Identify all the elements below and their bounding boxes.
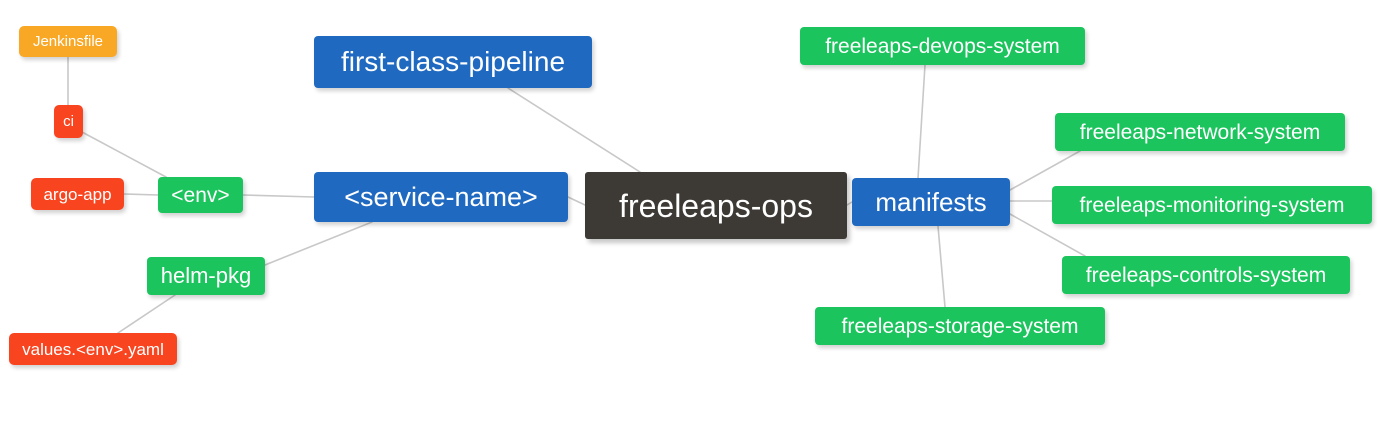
link-freeleaps-network-system-to-manifests	[1009, 150, 1081, 191]
link-freeleaps-storage-system-to-manifests	[937, 225, 946, 308]
mindmap-node-jenkinsfile[interactable]: Jenkinsfile	[19, 26, 117, 57]
link-values-env-yaml-to-helm-pkg	[117, 294, 176, 334]
mindmap-node-service-name[interactable]: <service-name>	[314, 172, 568, 222]
mindmap-node-manifests[interactable]: manifests	[852, 178, 1010, 226]
mindmap-node-values-env-yaml[interactable]: values.<env>.yaml	[9, 333, 177, 365]
link-service-name-to-freeleaps-ops	[567, 196, 586, 206]
link-env-to-service-name	[242, 194, 315, 198]
mindmap-node-env[interactable]: <env>	[158, 177, 243, 213]
mindmap-node-first-class-pipeline[interactable]: first-class-pipeline	[314, 36, 592, 88]
mindmap-node-freeleaps-ops[interactable]: freeleaps-ops	[585, 172, 847, 239]
mindmap-node-freeleaps-storage-system[interactable]: freeleaps-storage-system	[815, 307, 1105, 345]
link-freeleaps-devops-system-to-manifests	[917, 64, 926, 179]
mindmap-node-helm-pkg[interactable]: helm-pkg	[147, 257, 265, 295]
mindmap-node-ci[interactable]: ci	[54, 105, 83, 138]
link-first-class-pipeline-to-freeleaps-ops	[507, 87, 641, 173]
link-argo-app-to-env	[123, 193, 159, 196]
mindmap-node-freeleaps-monitoring-system[interactable]: freeleaps-monitoring-system	[1052, 186, 1372, 224]
mindmap-node-freeleaps-devops-system[interactable]: freeleaps-devops-system	[800, 27, 1085, 65]
link-helm-pkg-to-service-name	[264, 221, 373, 266]
mindmap-node-freeleaps-controls-system[interactable]: freeleaps-controls-system	[1062, 256, 1350, 294]
mindmap-node-argo-app[interactable]: argo-app	[31, 178, 124, 210]
link-ci-to-env	[81, 131, 167, 178]
mindmap-node-freeleaps-network-system[interactable]: freeleaps-network-system	[1055, 113, 1345, 151]
